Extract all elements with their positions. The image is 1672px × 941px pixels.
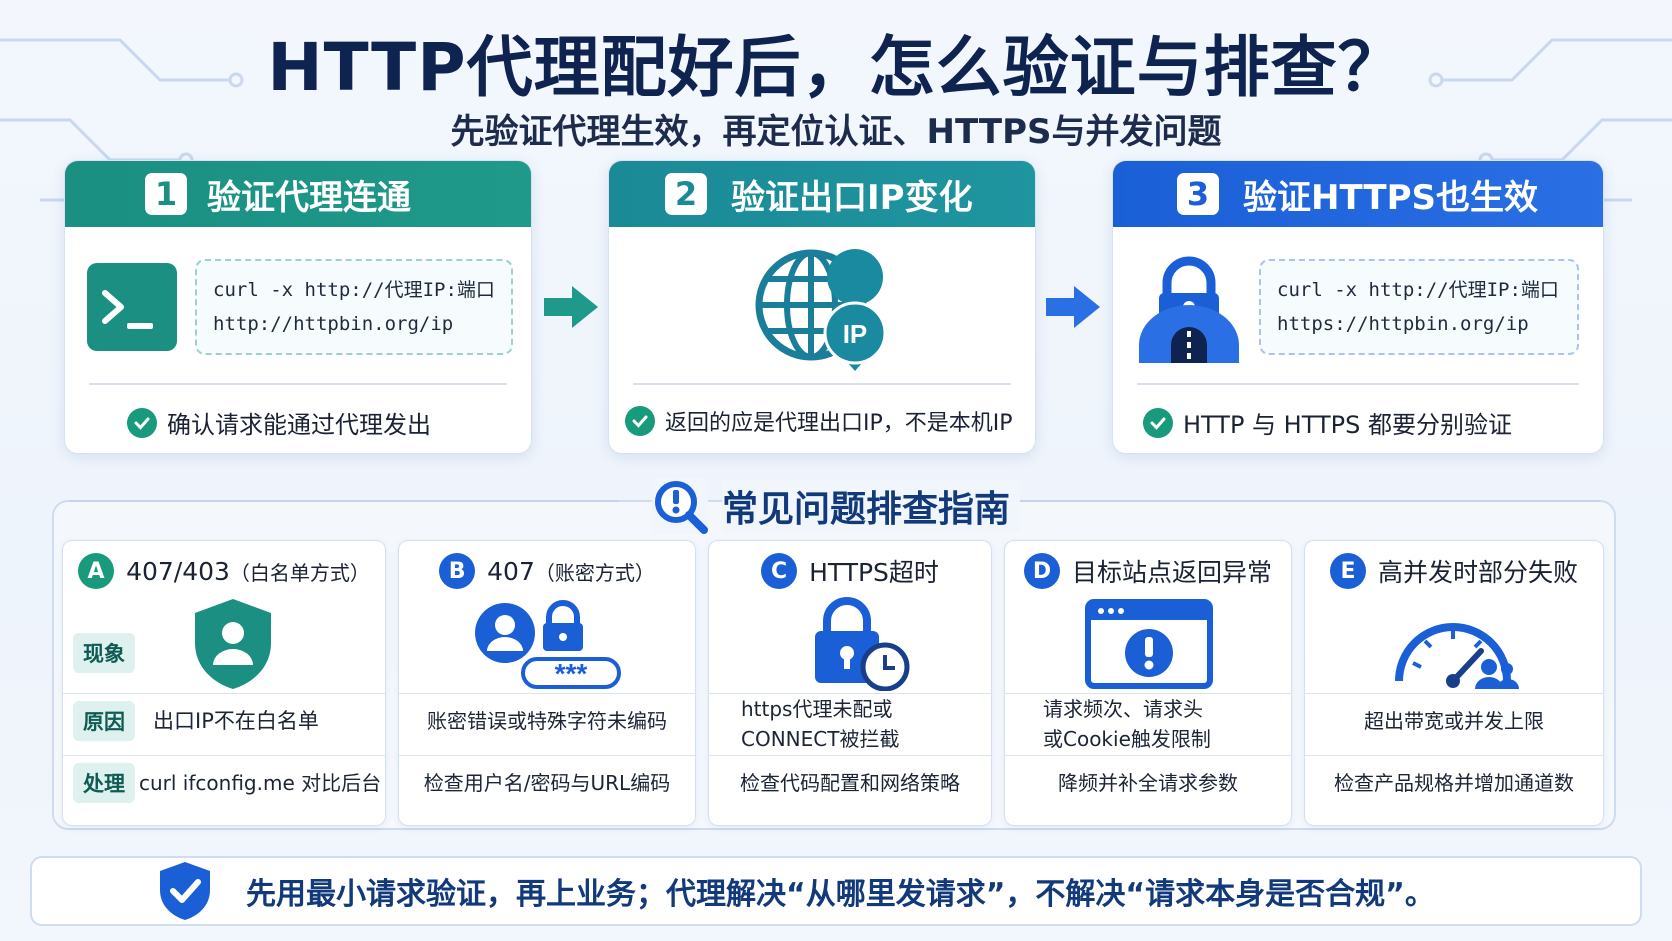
problem-card-header: C HTTPS超时: [709, 553, 991, 589]
problem-card-b: B 407（账密方式） *** 账密错误或特殊字符未编码 检查用户名/密码与UR…: [398, 540, 696, 826]
problem-card-header: D 目标站点返回异常: [1005, 553, 1291, 589]
problem-title: HTTPS超时: [809, 558, 939, 587]
arrow-right-icon: [1046, 286, 1100, 328]
row-divider: [1305, 755, 1603, 756]
letter-badge: B: [439, 553, 476, 589]
step-result-text-3: HTTP 与 HTTPS 都要分别验证: [1183, 411, 1512, 439]
problem-card-a: A 407/403（白名单方式） 现象 原因 出口IP不在白名单 处理 curl…: [62, 540, 386, 826]
problem-cause: 出口IP不在白名单: [153, 709, 319, 733]
problem-fix: 检查代码配置和网络策略: [740, 771, 960, 795]
code-snippet-3: curl -x http://代理IP:端口 https://httpbin.o…: [1259, 259, 1579, 355]
row-divider: [1005, 755, 1291, 756]
problem-title: 高并发时部分失败: [1377, 558, 1578, 587]
step-number-1: 1: [145, 173, 187, 215]
problem-card-d: D 目标站点返回异常 请求频次、请求头或Cookie触发限制 降频并补全请求参数: [1004, 540, 1292, 826]
step-title-2: 验证出口IP变化: [731, 177, 973, 218]
letter-badge: C: [761, 553, 798, 589]
code-line-2: https://httpbin.org/ip: [1277, 313, 1529, 335]
code-line-1: curl -x http://代理IP:端口: [213, 279, 495, 301]
row-label-cause: 原因: [73, 701, 135, 741]
row-label-fix: 处理: [73, 763, 135, 803]
row-divider: [709, 755, 991, 756]
browser-alert-icon: [1085, 599, 1213, 689]
row-divider: [399, 755, 695, 756]
step-title-3: 验证HTTPS也生效: [1243, 177, 1539, 218]
search-alert-icon: [651, 478, 708, 534]
code-line-2: http://httpbin.org/ip: [213, 313, 454, 335]
letter-badge: E: [1329, 553, 1366, 589]
svg-text:***: ***: [555, 658, 588, 689]
step-card-2: 2 验证出口IP变化 IP 返回的应是代理出口IP，不是本机IP: [608, 160, 1036, 454]
row-divider: [63, 693, 385, 694]
step-result-3: HTTP 与 HTTPS 都要分别验证: [1143, 405, 1512, 440]
row-divider: [399, 693, 695, 694]
row-divider: [1005, 693, 1291, 694]
step-header-2: 2 验证出口IP变化: [609, 161, 1035, 227]
gauge-users-icon: [1395, 623, 1519, 689]
user-password-icon: ***: [475, 600, 621, 689]
step-result-1: 确认请求能通过代理发出: [127, 405, 431, 440]
guide-line-right: [1020, 500, 1600, 502]
guide-title-text: 常见问题排查指南: [721, 480, 1020, 532]
problem-fix: 检查产品规格并增加通道数: [1334, 771, 1574, 795]
lock-clock-icon: [815, 597, 910, 691]
problem-title: 目标站点返回异常: [1071, 558, 1272, 587]
summary-text: 先用最小请求验证，再上业务；代理解决“从哪里发请求”，不解决“请求本身是否合规”…: [246, 877, 1435, 912]
summary-banner: 先用最小请求验证，再上业务；代理解决“从哪里发请求”，不解决“请求本身是否合规”…: [30, 856, 1642, 926]
problem-fix: 检查用户名/密码与URL编码: [423, 771, 671, 795]
step-result-text-2: 返回的应是代理出口IP，不是本机IP: [665, 411, 1013, 436]
arrow-right-icon: [544, 286, 598, 328]
letter-badge: D: [1023, 553, 1060, 589]
step-divider-3: [1137, 383, 1579, 385]
problem-cause: 请求频次、请求头或Cookie触发限制: [1043, 697, 1211, 751]
step-divider-1: [89, 383, 507, 385]
problem-cause: 账密错误或特殊字符未编码: [427, 709, 667, 733]
row-divider: [63, 755, 385, 756]
page-title: HTTP代理配好后，怎么验证与排查？: [267, 29, 1405, 106]
step-divider-2: [633, 383, 1011, 385]
row-label-symptom: 现象: [73, 633, 135, 673]
shield-check-icon: [160, 862, 210, 920]
step-result-text-1: 确认请求能通过代理发出: [167, 411, 431, 439]
step-title-1: 验证代理连通: [207, 177, 411, 218]
page-subtitle: 先验证代理生效，再定位认证、HTTPS与并发问题: [450, 112, 1222, 152]
globe-ip-icon: IP: [755, 249, 887, 371]
check-icon: [127, 407, 157, 438]
problem-title: 407/403（白名单方式）: [126, 556, 370, 586]
step-header-3: 3 验证HTTPS也生效: [1113, 161, 1603, 227]
step-number-3: 3: [1177, 173, 1219, 215]
row-divider: [709, 693, 991, 694]
letter-badge: A: [78, 553, 115, 589]
step-card-3: 3 验证HTTPS也生效 curl -x http://代理IP:端口 http…: [1112, 160, 1604, 454]
step-result-2: 返回的应是代理出口IP，不是本机IP: [625, 405, 1013, 437]
check-icon: [625, 406, 655, 436]
problem-card-header: E 高并发时部分失败: [1305, 553, 1603, 589]
guide-title: 常见问题排查指南: [0, 478, 1672, 534]
terminal-icon: [87, 263, 177, 351]
code-snippet-1: curl -x http://代理IP:端口 http://httpbin.or…: [195, 259, 513, 355]
problem-card-header: B 407（账密方式）: [399, 553, 695, 589]
lock-tunnel-icon: [1139, 256, 1239, 363]
ip-badge: IP: [843, 319, 868, 349]
shield-user-icon: [195, 599, 271, 689]
problem-card-header: A 407/403（白名单方式）: [63, 553, 385, 589]
problem-title: 407（账密方式）: [487, 556, 655, 586]
step-card-1: 1 验证代理连通 curl -x http://代理IP:端口 http://h…: [64, 160, 532, 454]
problem-fix: 降频并补全请求参数: [1058, 771, 1238, 795]
guide-line-left: [70, 500, 618, 502]
problem-fix: curl ifconfig.me 对比后台: [139, 771, 382, 795]
problem-cause: 超出带宽或并发上限: [1364, 709, 1544, 733]
check-icon: [1143, 407, 1173, 438]
code-line-1: curl -x http://代理IP:端口: [1277, 279, 1559, 301]
step-number-2: 2: [665, 173, 707, 215]
problem-card-e: E 高并发时部分失败 超出带宽或并发上限 检查产品规格并增加通道数: [1304, 540, 1604, 826]
row-divider: [1305, 693, 1603, 694]
step-header-1: 1 验证代理连通: [65, 161, 531, 227]
